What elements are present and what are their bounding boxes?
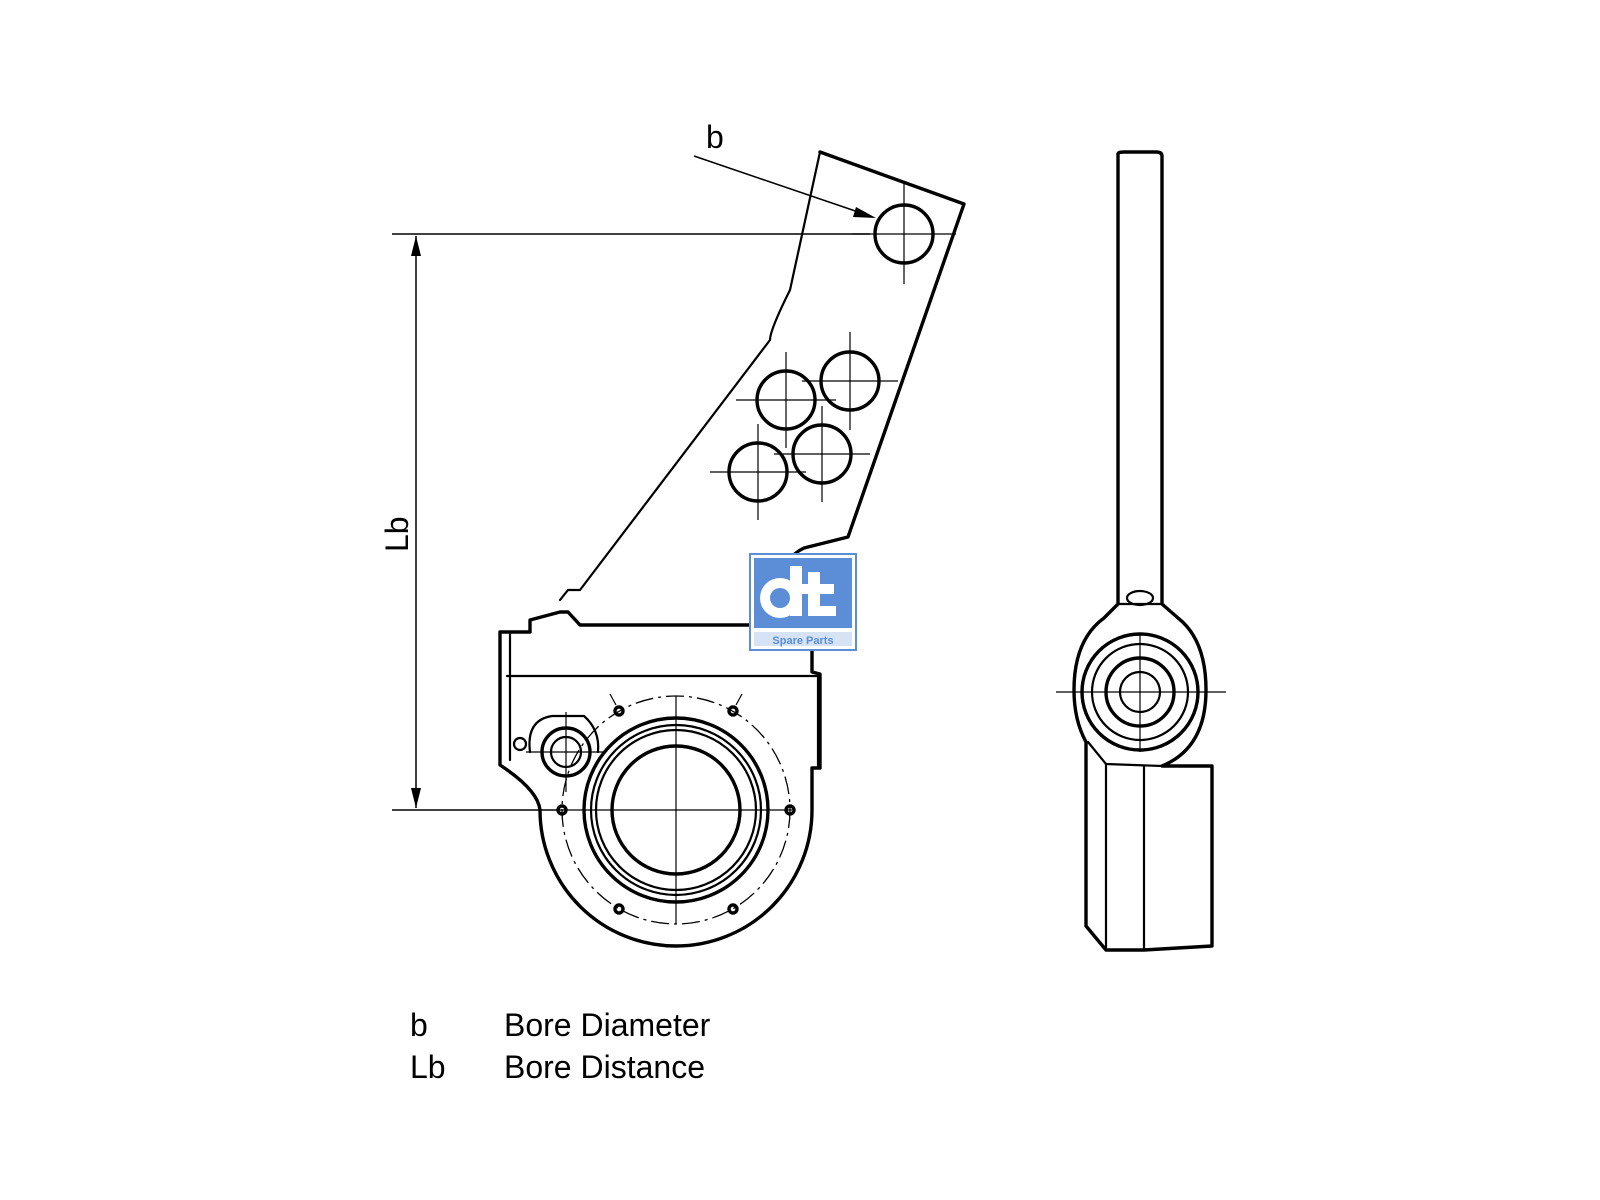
- dim-label-b: b: [706, 119, 724, 155]
- dim-label-lb: Lb: [379, 516, 415, 552]
- adjusting-nut: [512, 712, 606, 792]
- legend-symbol: Lb: [410, 1048, 446, 1085]
- adjustment-holes: [710, 332, 898, 520]
- legend: b Bore Diameter Lb Bore Distance: [410, 1004, 930, 1088]
- main-bore: [556, 693, 796, 925]
- side-view: [1056, 150, 1226, 952]
- arm-outline: [498, 150, 966, 948]
- legend-description: Bore Distance: [504, 1048, 705, 1085]
- front-view: [498, 150, 966, 948]
- legend-symbol: b: [410, 1006, 428, 1043]
- logo-caption: Spare Parts: [772, 635, 833, 647]
- dt-logo: Spare Parts: [749, 553, 857, 651]
- legend-description: Bore Diameter: [504, 1006, 711, 1043]
- legend-row: b Bore Diameter: [410, 1004, 930, 1046]
- legend-row: Lb Bore Distance: [410, 1046, 930, 1088]
- dimension-lines: [392, 155, 876, 811]
